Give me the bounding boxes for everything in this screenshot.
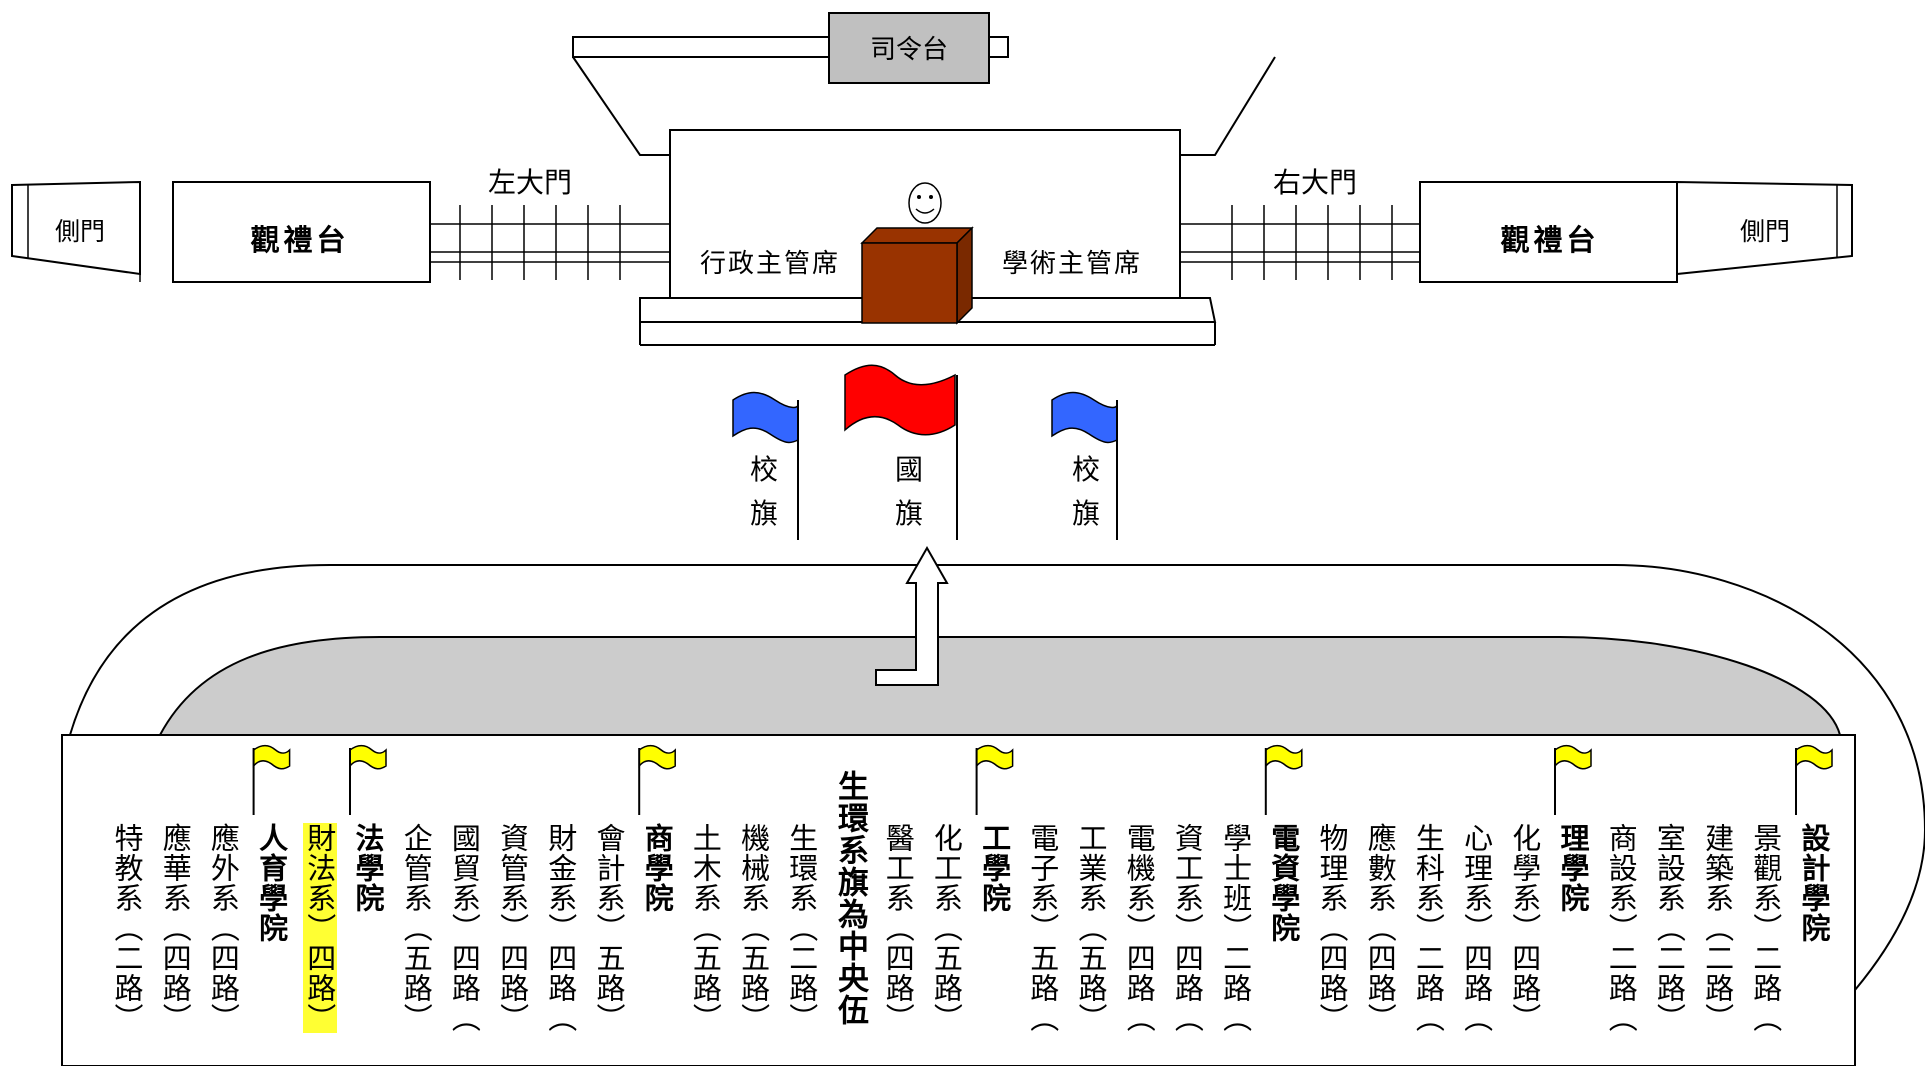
viewing-stand-left-box [172, 181, 431, 283]
department-column: 應華系（四路） [158, 823, 193, 1033]
department-column: 化工系（五路） [929, 823, 964, 1033]
college-flag-icon [1795, 744, 1833, 815]
viewing-stand-right-label: 觀禮台 [1500, 223, 1599, 257]
college-label: 人育學院 [254, 823, 289, 943]
podium-top [860, 227, 974, 244]
college-label: 法學院 [351, 823, 385, 913]
side-gate-right-label: 側門 [1740, 217, 1790, 246]
speaker-icon [908, 182, 942, 224]
school-flag-right-label: 校旗 [1071, 453, 1100, 530]
college-label: 工學院 [977, 823, 1012, 913]
department-column: 景觀系）二路（ [1748, 823, 1783, 1033]
center-column-note: 生環系旗為中央伍 [832, 770, 868, 1026]
department-column: 生環系（二路） [784, 823, 819, 1033]
school-flag-right-icon [1051, 391, 1118, 540]
right-gate-label: 右大門 [1273, 166, 1357, 199]
department-column: 室設系（二路） [1652, 823, 1687, 1033]
department-column: 國貿系）四路（ [447, 823, 482, 1033]
department-column: 醫工系（四路） [881, 823, 916, 1033]
department-column: 電子系）五路（ [1025, 823, 1060, 1033]
college-flag-icon [975, 744, 1014, 815]
school-flag-left-icon [732, 391, 799, 540]
department-column: 資工系）四路（ [1170, 823, 1205, 1033]
field [158, 636, 1842, 736]
viewing-stand-left-label: 觀禮台 [250, 223, 349, 257]
department-column: 建築系（二路） [1700, 823, 1735, 1033]
department-column: 資管系）四路） [495, 823, 530, 1033]
department-column: 應數系（四路） [1363, 823, 1398, 1033]
college-flag-icon [349, 744, 387, 815]
national-flag-icon [844, 364, 958, 540]
college-label: 電資學院 [1266, 823, 1301, 943]
academic-seats-label: 學術主管席 [1002, 249, 1142, 279]
department-column: 應外系（四路） [206, 823, 241, 1033]
command-platform-label: 司令台 [870, 35, 948, 65]
department-column: 心理系）四路（ [1459, 823, 1494, 1033]
department-column: 物理系（四路） [1315, 823, 1349, 1033]
department-column: 企管系（五路） [399, 823, 434, 1033]
national-flag-label: 國旗 [894, 453, 923, 530]
side-gate-left-label: 側門 [55, 217, 105, 246]
college-flag-icon [252, 744, 291, 815]
track-outer [69, 564, 1925, 991]
department-column: 財金系）四路（ [543, 823, 578, 1033]
department-column: 商設系）二路（ [1604, 823, 1639, 1033]
left-gate-label: 左大門 [488, 166, 572, 199]
admin-seats-label: 行政主管席 [700, 249, 840, 279]
college-flag-icon [638, 744, 676, 815]
formation-box [61, 734, 1856, 1067]
department-column: 土木系（五路） [688, 823, 723, 1033]
college-flag-icon [1554, 744, 1592, 815]
command-platform-box [828, 12, 990, 84]
department-column: 財法系）四路） [302, 823, 337, 1033]
college-flags [252, 744, 1833, 815]
podium-front [861, 242, 958, 324]
department-column: 機械系（五路） [736, 823, 771, 1033]
college-flag-icon [1264, 744, 1303, 815]
department-column: 生科系）二路（ [1411, 823, 1446, 1033]
department-column: 學士班）二路（ [1218, 823, 1253, 1033]
college-label: 理學院 [1556, 823, 1590, 913]
department-column: 特教系（二路） [110, 823, 144, 1033]
department-column: 化學系）四路） [1507, 823, 1542, 1033]
department-column: 會計系）五路） [592, 823, 626, 1033]
right-gate-fence [1180, 205, 1420, 280]
department-column: 電機系）四路（ [1122, 823, 1157, 1033]
left-gate-fence [430, 205, 670, 280]
college-label: 商學院 [640, 823, 675, 913]
viewing-stand-right-box [1419, 181, 1678, 283]
school-flag-left-label: 校旗 [749, 453, 778, 530]
department-column: 工業系（五路） [1074, 823, 1108, 1033]
college-label: 設計學院 [1797, 823, 1831, 943]
podium-side [956, 226, 973, 325]
march-arrow [875, 545, 949, 686]
